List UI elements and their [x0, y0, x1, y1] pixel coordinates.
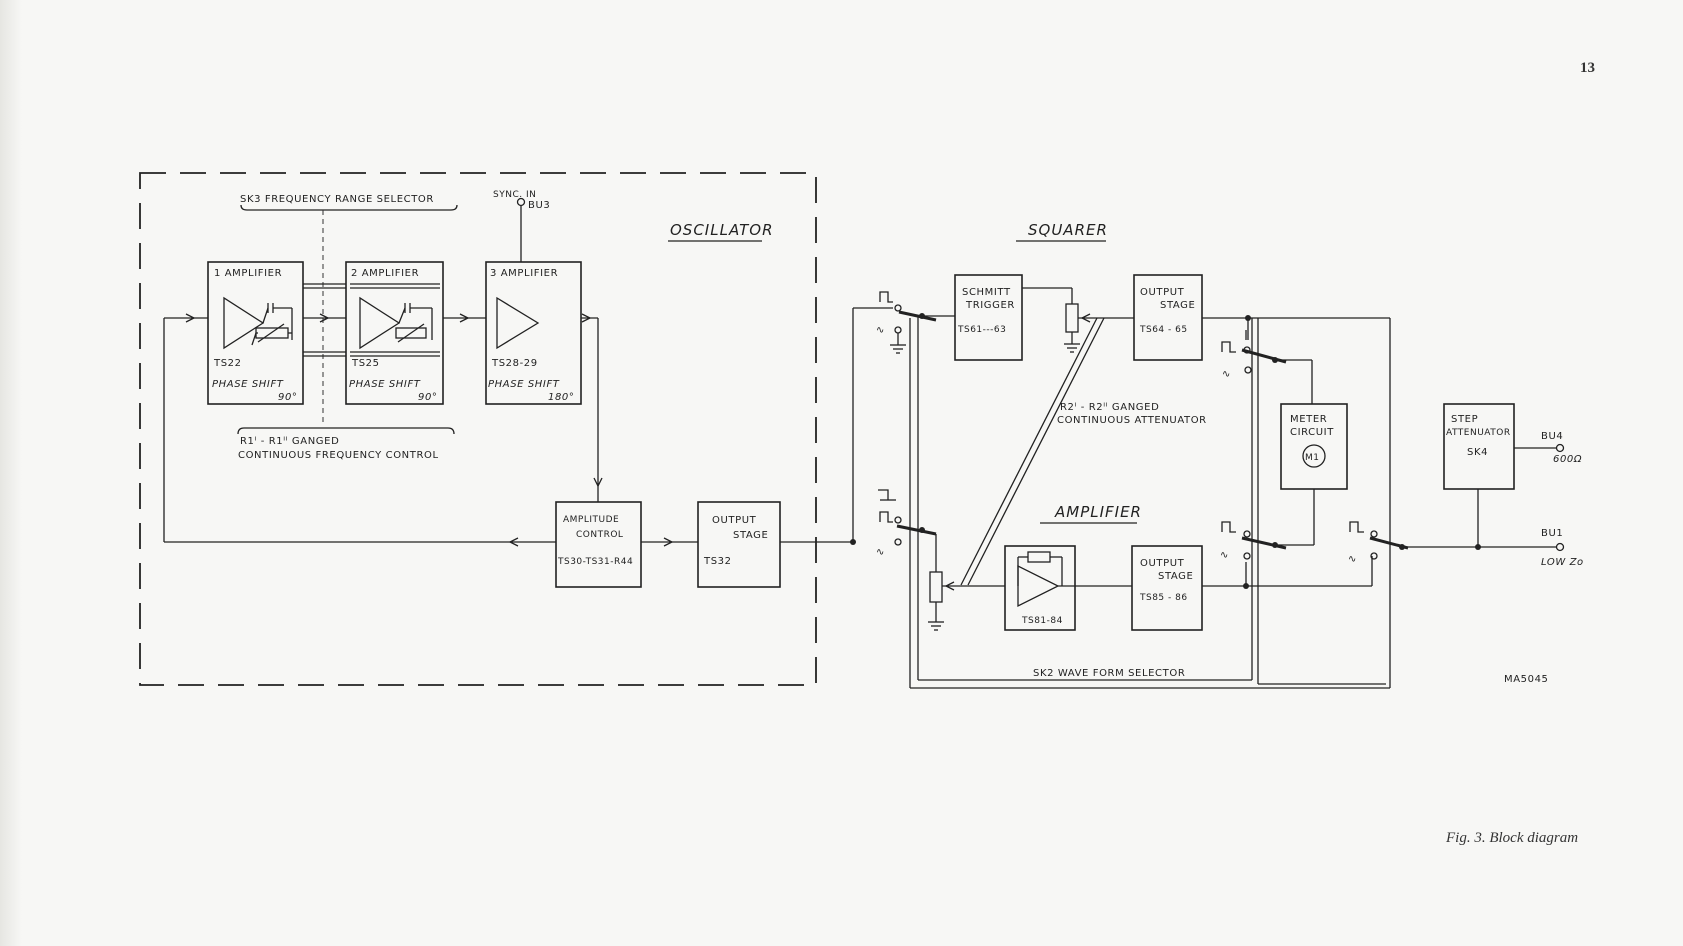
meter-m1-icon — [1302, 444, 1326, 468]
step-att-ref: SK4 — [1467, 447, 1488, 458]
input-selector-switch-bottom — [896, 524, 937, 536]
schmitt-line1: SCHMITT — [962, 287, 1011, 298]
page-edge-shadow — [0, 0, 22, 946]
amp3-title: 3 AMPLIFIER — [490, 268, 558, 279]
schmitt-ref: TS61---63 — [957, 325, 1006, 335]
amp-output-line1: OUTPUT — [1140, 558, 1185, 569]
amp3-phase: PHASE SHIFT — [488, 379, 560, 390]
oscillator-boundary — [139, 172, 817, 686]
meter-switch-lower — [1241, 536, 1287, 550]
sine-icon-meter: ∿ — [1222, 369, 1231, 380]
sine-icon-meter-lower: ∿ — [1220, 550, 1229, 561]
amplitude-control-ref: TS30-TS31-R44 — [557, 557, 633, 567]
freq-control-bracket — [237, 427, 455, 435]
schmitt-line2: TRIGGER — [965, 300, 1015, 311]
sk2-label: SK2 WAVE FORM SELECTOR — [1033, 668, 1185, 679]
squarer-potentiometer — [1065, 303, 1079, 333]
amplitude-control-block: AMPLITUDE CONTROL TS30-TS31-R44 — [555, 501, 642, 588]
bu1-terminal[interactable] — [1555, 542, 1565, 552]
amplifier-output-stage-block: OUTPUT STAGE TS85 - 86 — [1131, 545, 1203, 631]
sine-icon-lower: ∿ — [876, 547, 885, 558]
freq-control-line2: CONTINUOUS FREQUENCY CONTROL — [238, 450, 439, 461]
bu3-label: BU3 — [528, 200, 550, 211]
page-number: 13 — [1580, 60, 1595, 76]
bu4-impedance: 600Ω — [1553, 454, 1582, 465]
amp3-ref: TS28-29 — [491, 358, 538, 369]
amplitude-control-line1: AMPLITUDE — [563, 515, 619, 525]
meter-circuit-block: METER CIRCUIT M1 — [1280, 403, 1348, 490]
amp2-phase: PHASE SHIFT — [349, 379, 421, 390]
amplifier-potentiometer — [929, 571, 943, 603]
square-wave-icon — [879, 291, 893, 303]
amplifier-stage-block: TS81-84 — [1004, 545, 1076, 631]
attenuator-gang-line-2 — [960, 317, 1098, 586]
sq-output-line1: OUTPUT — [1140, 287, 1185, 298]
step-att-line1: STEP — [1451, 414, 1478, 425]
sk3-bracket — [240, 204, 458, 211]
meter-m1: M1 — [1305, 453, 1320, 463]
amp-output-line2: STAGE — [1158, 571, 1193, 582]
step-att-line2: ATTENUATOR — [1446, 428, 1511, 438]
amplifier-3-block: 3 AMPLIFIER TS28-29 PHASE SHIFT 180° — [485, 261, 582, 405]
sq-output-ref: TS64 - 65 — [1139, 325, 1188, 335]
meter-line1: METER — [1290, 414, 1327, 425]
bu1-label: BU1 — [1541, 528, 1563, 539]
sk3-label: SK3 FREQUENCY RANGE SELECTOR — [240, 194, 434, 205]
bu4-terminal[interactable] — [1555, 443, 1565, 453]
oscillator-title: OSCILLATOR — [670, 221, 774, 239]
attenuator-line1: R2ᴵ - R2ᴵᴵ GANGED — [1060, 402, 1159, 413]
osc-output-line2: STAGE — [733, 530, 768, 541]
amp2-angle: 90° — [418, 392, 438, 403]
freq-control-line1: R1ᴵ - R1ᴵᴵ GANGED — [240, 436, 339, 447]
sine-icon-output: ∿ — [1348, 554, 1357, 565]
sine-icon: ∿ — [876, 325, 885, 336]
amp3-angle: 180° — [548, 392, 575, 403]
amp-output-ref: TS85 - 86 — [1139, 593, 1188, 603]
schmitt-trigger-block: SCHMITT TRIGGER TS61---63 — [954, 274, 1023, 361]
attenuator-line2: CONTINUOUS ATTENUATOR — [1057, 415, 1207, 426]
amp-stage-ref: TS81-84 — [1021, 616, 1063, 626]
attenuator-gang-line-1 — [967, 317, 1105, 586]
bu1-impedance: LOW Zo — [1541, 557, 1584, 568]
amp1-title: 1 AMPLIFIER — [214, 268, 282, 279]
amp1-angle: 90° — [278, 392, 298, 403]
amplitude-control-line2: CONTROL — [576, 530, 623, 540]
amplifier-1-block: 1 AMPLIFIER TS22 PHASE SHIFT 90° — [207, 261, 304, 405]
amplifier-2-block: 2 AMPLIFIER TS25 PHASE SHIFT 90° — [345, 261, 444, 405]
squarer-title: SQUARER — [1028, 221, 1108, 239]
amp1-ref: TS22 — [213, 358, 242, 369]
amp2-ref: TS25 — [351, 358, 380, 369]
meter-line2: CIRCUIT — [1290, 427, 1334, 438]
osc-output-line1: OUTPUT — [712, 515, 757, 526]
drawing-reference: MA5045 — [1504, 674, 1549, 685]
sync-in-label: SYNC. IN — [493, 190, 536, 200]
amplifier-title: AMPLIFIER — [1054, 503, 1142, 521]
sq-output-line2: STAGE — [1160, 300, 1195, 311]
bu4-label: BU4 — [1541, 431, 1563, 442]
bu3-terminal — [516, 197, 526, 207]
step-attenuator-block: STEP ATTENUATOR SK4 — [1443, 403, 1515, 490]
amp2-title: 2 AMPLIFIER — [351, 268, 419, 279]
figure-caption: Fig. 3. Block diagram — [1446, 830, 1579, 846]
osc-output-ref: TS32 — [703, 556, 732, 567]
amp1-phase: PHASE SHIFT — [212, 379, 284, 390]
squarer-output-stage-block: OUTPUT STAGE TS64 - 65 — [1133, 274, 1203, 361]
osc-output-stage-block: OUTPUT STAGE TS32 — [697, 501, 781, 588]
